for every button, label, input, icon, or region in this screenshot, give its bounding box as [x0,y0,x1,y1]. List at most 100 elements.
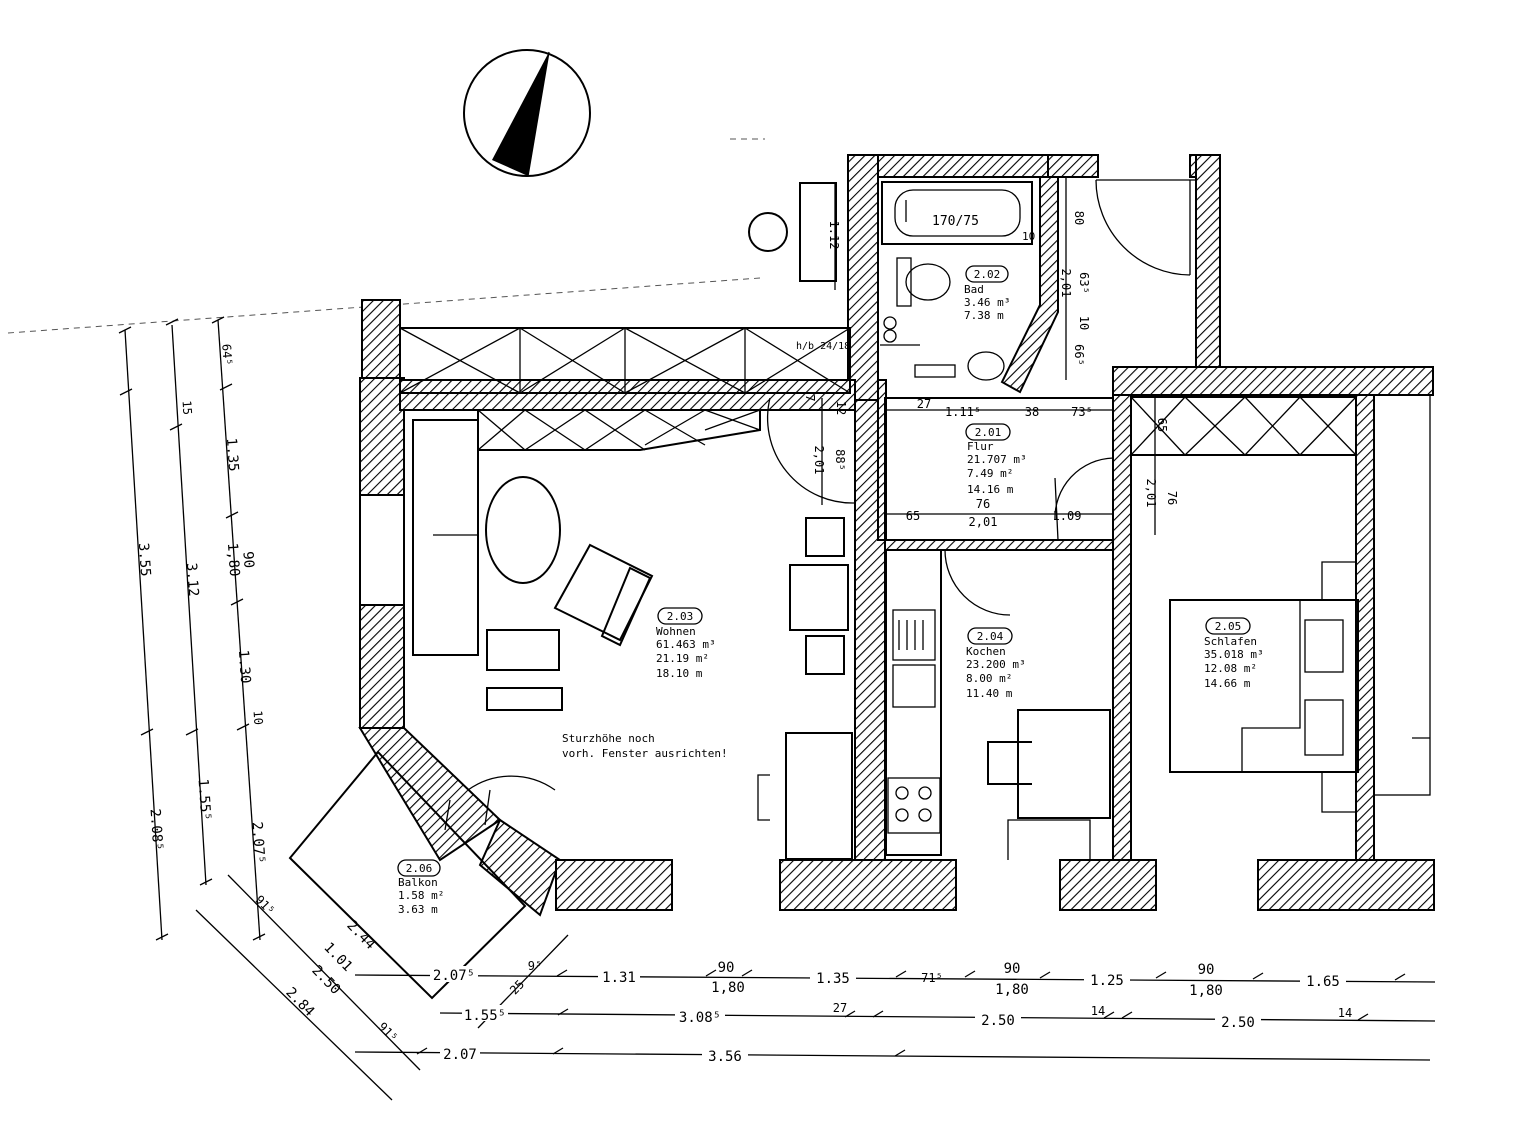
walls [358,154,1435,917]
window-band-top [399,327,851,394]
svg-text:14.66 m: 14.66 m [1204,677,1251,690]
svg-text:1,80: 1,80 [995,982,1029,998]
svg-text:2.07⁵: 2.07⁵ [433,968,475,984]
svg-text:2,01: 2,01 [1059,269,1073,298]
svg-text:3.12: 3.12 [183,562,201,597]
svg-text:2.07: 2.07 [443,1047,477,1063]
svg-text:2.01: 2.01 [975,426,1002,439]
svg-text:2,01: 2,01 [1144,479,1158,508]
svg-text:21.19 m²: 21.19 m² [656,652,709,665]
bathroom-fixtures [880,181,1033,381]
svg-text:1.30: 1.30 [235,649,253,684]
bathtub-label: 170/75 [932,214,979,229]
svg-text:8.00 m²: 8.00 m² [966,672,1012,685]
svg-text:14: 14 [1338,1006,1352,1020]
room-label-bad: 2.02 Bad 3.46 m³ 7.38 m [964,265,1010,322]
dimension-lines [124,177,1436,1101]
room-label-wohnen: 2.03 Wohnen 61.463 m³ 21.19 m² 18.10 m [656,607,716,680]
svg-text:63⁵: 63⁵ [1077,272,1091,294]
svg-text:1,80: 1,80 [711,980,745,996]
svg-text:1.65: 1.65 [1306,974,1340,990]
svg-text:73⁵: 73⁵ [1071,405,1093,419]
cabinet-band [477,409,761,451]
svg-text:2.44: 2.44 [343,918,378,953]
svg-text:1.09: 1.09 [1053,509,1082,523]
chimney-label: h/b 24/18 [796,341,850,352]
svg-text:11.40 m: 11.40 m [966,687,1013,700]
svg-text:1.31: 1.31 [602,970,636,986]
svg-text:2.05: 2.05 [1215,620,1242,633]
room-label-kochen: 2.04 Kochen 23.200 m³ 8.00 m² 11.40 m [966,627,1026,700]
svg-text:1.55⁵: 1.55⁵ [195,778,214,821]
svg-text:14.16 m: 14.16 m [967,483,1014,496]
svg-text:91⁵: 91⁵ [252,893,277,918]
room-label-schlafen: 2.05 Schlafen 35.018 m³ 12.08 m² 14.66 m [1204,617,1264,690]
room-label-balkon: 2.06 Balkon 1.58 m² 3.63 m [397,859,444,916]
svg-text:65: 65 [906,509,920,523]
svg-text:Bad: Bad [964,283,984,296]
svg-text:2.84: 2.84 [282,985,317,1020]
svg-text:80: 80 [1072,211,1086,225]
svg-text:1,80: 1,80 [1189,983,1223,999]
entry-door [1095,179,1196,276]
svg-text:1.35: 1.35 [816,971,850,987]
dimension-ticks [118,316,1406,1057]
svg-text:3.63 m: 3.63 m [398,903,438,916]
svg-text:1.58 m²: 1.58 m² [398,889,444,902]
svg-text:61.463 m³: 61.463 m³ [656,638,716,651]
svg-text:23.200 m³: 23.200 m³ [966,658,1026,671]
svg-text:90: 90 [1198,962,1215,978]
wohnen-furniture [412,397,856,860]
svg-text:1.11⁵: 1.11⁵ [945,405,981,419]
svg-text:76: 76 [976,497,990,511]
note-line-2: vorh. Fenster ausrichten! [562,747,728,760]
svg-text:7: 7 [803,394,817,401]
svg-text:88⁵: 88⁵ [833,449,847,471]
svg-text:10: 10 [1077,316,1091,330]
svg-text:Schlafen: Schlafen [1204,635,1257,648]
svg-text:Wohnen: Wohnen [656,625,696,638]
svg-text:18.10 m: 18.10 m [656,667,703,680]
svg-text:1.25: 1.25 [1090,973,1124,989]
svg-text:90: 90 [1004,961,1021,977]
svg-text:2.04: 2.04 [977,630,1004,643]
svg-text:27: 27 [917,397,931,411]
svg-text:7.38 m: 7.38 m [964,309,1004,322]
svg-text:76: 76 [1165,491,1179,505]
svg-text:Flur: Flur [967,440,994,453]
svg-text:91⁵: 91⁵ [375,1020,400,1045]
svg-text:2.08⁵: 2.08⁵ [147,808,166,851]
svg-text:Balkon: Balkon [398,876,438,889]
bottom-dimension-labels: 2.07⁵ 9⁵ 1.31 90 1,80 1.35 71⁵ 90 1,80 1… [430,959,1352,1065]
svg-text:3.56: 3.56 [708,1049,742,1065]
svg-text:10: 10 [251,710,266,725]
tree-icon [748,212,788,252]
flur-outline [884,397,1114,541]
svg-text:Kochen: Kochen [966,645,1006,658]
svg-text:3.08⁵: 3.08⁵ [679,1010,721,1026]
svg-text:7.49 m²: 7.49 m² [967,467,1013,480]
svg-text:2.02: 2.02 [974,268,1001,281]
svg-text:3.46 m³: 3.46 m³ [964,296,1010,309]
svg-text:27: 27 [833,1001,847,1015]
svg-text:14: 14 [1091,1004,1105,1018]
svg-text:66⁵: 66⁵ [1072,344,1086,366]
svg-text:9⁵: 9⁵ [528,959,542,973]
north-arrow-icon [463,49,591,177]
svg-text:21.707 m³: 21.707 m³ [967,453,1027,466]
svg-text:1.35: 1.35 [223,437,241,472]
svg-text:12: 12 [834,401,848,415]
window-box [799,182,837,282]
svg-text:2.50: 2.50 [981,1013,1015,1029]
svg-text:1.12: 1.12 [827,221,841,250]
svg-text:3.55: 3.55 [135,542,153,577]
svg-text:2,01: 2,01 [812,446,826,475]
svg-text:2.07⁵: 2.07⁵ [249,821,268,864]
tub-dim: 10 [1022,230,1035,243]
svg-text:2.50: 2.50 [1221,1015,1255,1031]
interior-dimension-labels: 1.12 80 63⁵ 2,01 10 66⁵ 27 1.11⁵ 38 73⁵ … [803,211,1179,529]
svg-text:1,80: 1,80 [224,542,242,577]
svg-text:2.06: 2.06 [406,862,433,875]
